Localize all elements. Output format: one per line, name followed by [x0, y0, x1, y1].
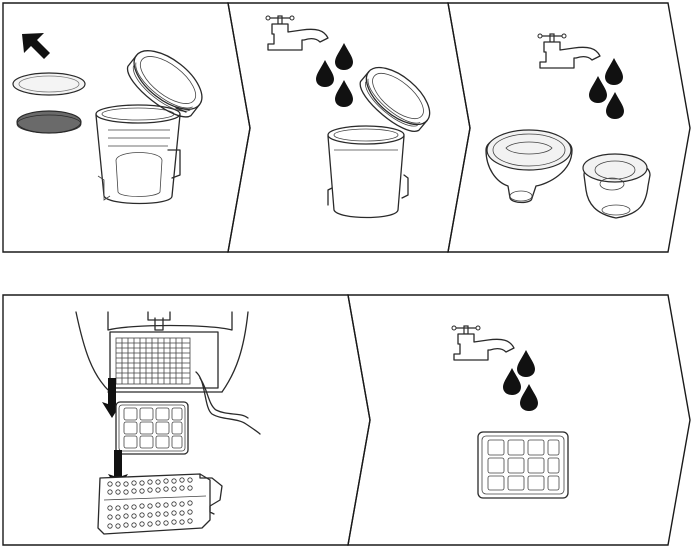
- step3-panel: [485, 33, 651, 219]
- filter-grid-cassette: [477, 431, 569, 499]
- water-drops-icon: [589, 58, 624, 119]
- filter-disc-light: [12, 72, 86, 96]
- row1-frame: [2, 2, 691, 253]
- water-tap-icon: [537, 33, 601, 69]
- row2-frame: [2, 294, 691, 546]
- step4-panel: [75, 311, 261, 535]
- up-left-arrow-icon: [22, 33, 50, 59]
- cyclone-part-large: [485, 129, 573, 204]
- dust-container-open: [327, 66, 431, 219]
- step5-panel: [451, 325, 569, 499]
- filter-disc-dark: [16, 110, 82, 134]
- perforated-filter-tray: [97, 473, 223, 535]
- dust-container-open: [95, 50, 203, 205]
- water-drops-icon: [503, 350, 538, 411]
- cyclone-part-small: [582, 153, 651, 219]
- water-tap-icon: [451, 325, 515, 361]
- water-drops-icon: [316, 43, 353, 107]
- step2-panel: [265, 15, 431, 219]
- step1-panel: [12, 33, 203, 205]
- vacuum-body: [75, 311, 261, 435]
- water-tap-icon: [265, 15, 329, 51]
- filter-grid-cassette: [115, 401, 189, 455]
